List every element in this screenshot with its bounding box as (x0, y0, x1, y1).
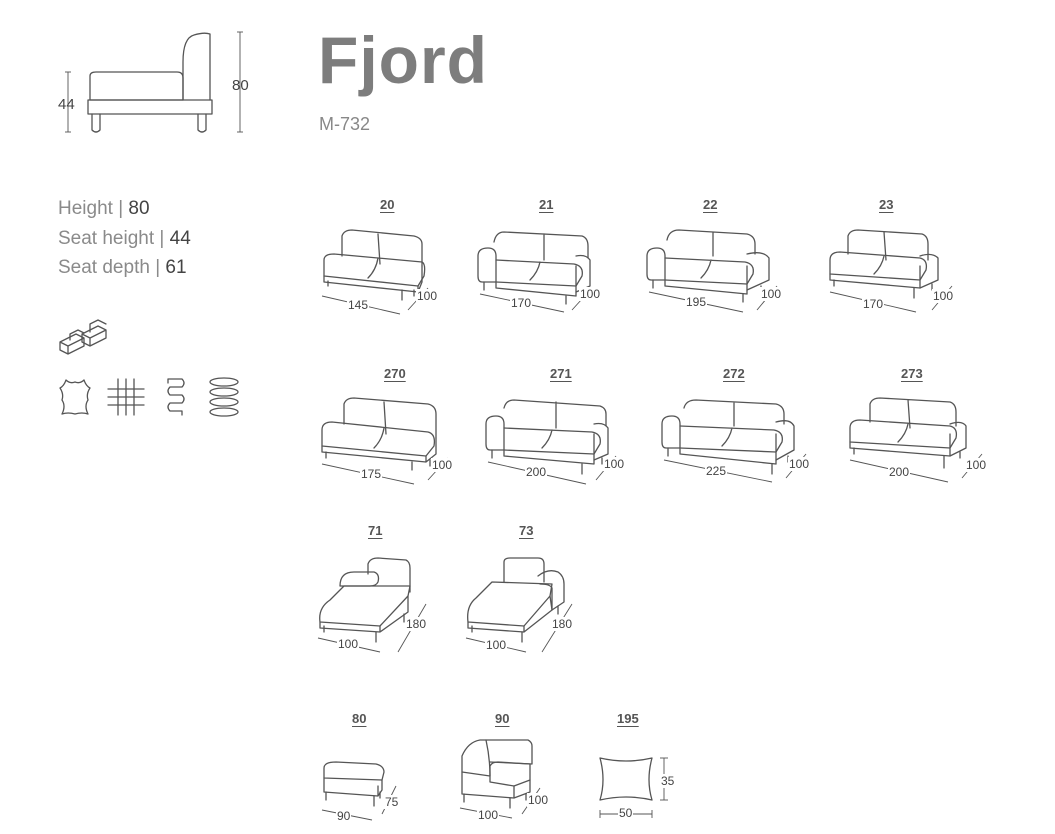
depth-dimension: 100 (431, 458, 454, 472)
width-dimension: 175 (360, 467, 383, 481)
spec-value: 80 (128, 198, 150, 219)
seat-height-dimension: 44 (58, 96, 75, 113)
module-label: 272 (723, 366, 745, 381)
module-label: 20 (380, 197, 395, 212)
depth-dimension: 100 (788, 457, 811, 471)
spec-label: Seat height (58, 227, 155, 249)
side-profile-diagram (65, 31, 243, 133)
module-label: 195 (617, 711, 639, 726)
sofa-drawing (849, 397, 983, 483)
width-dimension: 170 (862, 297, 885, 311)
module-label: 270 (384, 366, 406, 381)
sofa-drawing (829, 229, 953, 313)
width-dimension: 90 (336, 809, 352, 823)
spec-separator: | (154, 227, 170, 249)
height-dimension: 80 (232, 77, 249, 94)
sofa-drawing (646, 229, 778, 313)
width-dimension: 200 (888, 465, 911, 479)
sofa-drawing (321, 397, 449, 485)
module-label: 80 (352, 711, 367, 726)
height-dimension: 35 (660, 774, 676, 788)
depth-dimension: 75 (384, 795, 400, 809)
width-dimension: 170 (510, 296, 533, 310)
module-label: 271 (550, 366, 572, 381)
depth-dimension: 100 (579, 287, 602, 301)
sofa-drawing (477, 231, 593, 313)
corner-drawing (459, 739, 541, 819)
modular-sections-icon (59, 319, 107, 355)
depth-dimension: 180 (405, 617, 428, 631)
depth-dimension: 100 (932, 289, 955, 303)
sofa-drawing (321, 229, 429, 315)
model-code: M-732 (319, 114, 371, 134)
width-dimension: 195 (685, 295, 708, 309)
chaise-drawing (465, 557, 573, 653)
width-dimension: 100 (477, 808, 500, 822)
width-dimension: 100 (485, 638, 508, 652)
spec-height: Height | 80 (58, 194, 191, 224)
sofa-drawing (661, 399, 807, 483)
spec-value: 61 (165, 257, 187, 278)
width-dimension: 145 (347, 298, 370, 312)
width-dimension: 225 (705, 464, 728, 478)
spec-seat-height: Seat height | 44 (58, 224, 191, 254)
width-dimension: 100 (337, 637, 360, 651)
specs-list: Height | 80 Seat height | 44 Seat depth … (58, 194, 191, 283)
ottoman-drawing (321, 761, 397, 821)
sofa-drawing (485, 399, 617, 485)
module-label: 273 (901, 366, 923, 381)
webbing-icon (107, 378, 145, 416)
depth-dimension: 100 (965, 458, 988, 472)
module-label: 21 (539, 197, 554, 212)
module-label: 22 (703, 197, 718, 212)
depth-dimension: 100 (760, 287, 783, 301)
spec-separator: | (149, 257, 166, 278)
depth-dimension: 100 (416, 289, 439, 303)
spec-label: Height (58, 198, 113, 219)
depth-dimension: 100 (527, 793, 550, 807)
spec-separator: | (112, 198, 129, 219)
spec-label: Seat depth (58, 257, 150, 278)
model-name: Fjord (318, 23, 488, 97)
zigzag-spring-icon (167, 378, 185, 416)
module-label: 73 (519, 523, 534, 538)
width-dimension: 50 (618, 806, 634, 820)
leather-icon (59, 379, 91, 415)
depth-dimension: 100 (603, 457, 626, 471)
coil-spring-icon (209, 377, 239, 417)
module-label: 23 (879, 197, 894, 212)
chaise-drawing (317, 557, 427, 653)
depth-dimension: 180 (551, 617, 574, 631)
width-dimension: 200 (525, 465, 548, 479)
module-label: 90 (495, 711, 510, 726)
module-label: 71 (368, 523, 383, 538)
spec-value: 44 (169, 227, 191, 249)
spec-seat-depth: Seat depth | 61 (58, 253, 191, 283)
